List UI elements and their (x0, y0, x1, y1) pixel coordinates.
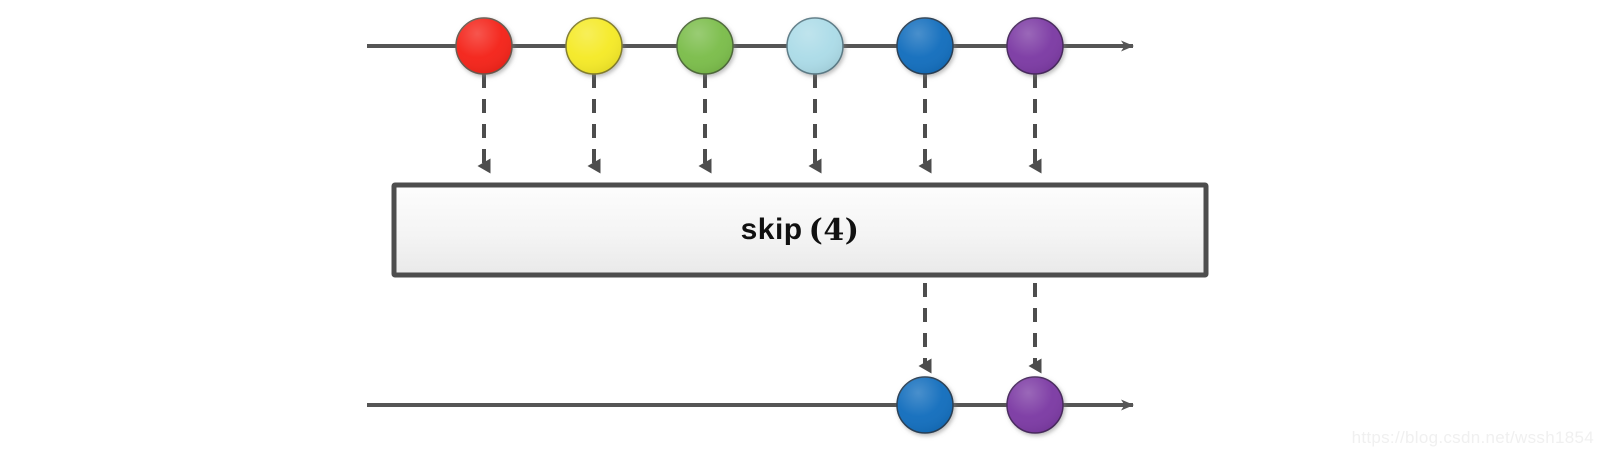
source-marble-purple[interactable] (1006, 17, 1064, 75)
source-marble-yellow[interactable] (565, 17, 623, 75)
source-marble-blue[interactable] (896, 17, 954, 75)
operator-box[interactable] (391, 182, 1209, 278)
watermark-text: https://blog.csdn.net/wssh1854 (1351, 428, 1594, 447)
result-marble-purple[interactable] (1006, 376, 1064, 434)
source-marble-lightblue[interactable] (786, 17, 844, 75)
input-arrow-group (477, 74, 1042, 174)
source-marble-group (455, 17, 1064, 75)
result-marble-blue[interactable] (896, 376, 954, 434)
result-marble-group (896, 376, 1064, 434)
source-marble-red[interactable] (455, 17, 513, 75)
source-marble-green[interactable] (676, 17, 734, 75)
output-arrow-group (918, 283, 1042, 374)
